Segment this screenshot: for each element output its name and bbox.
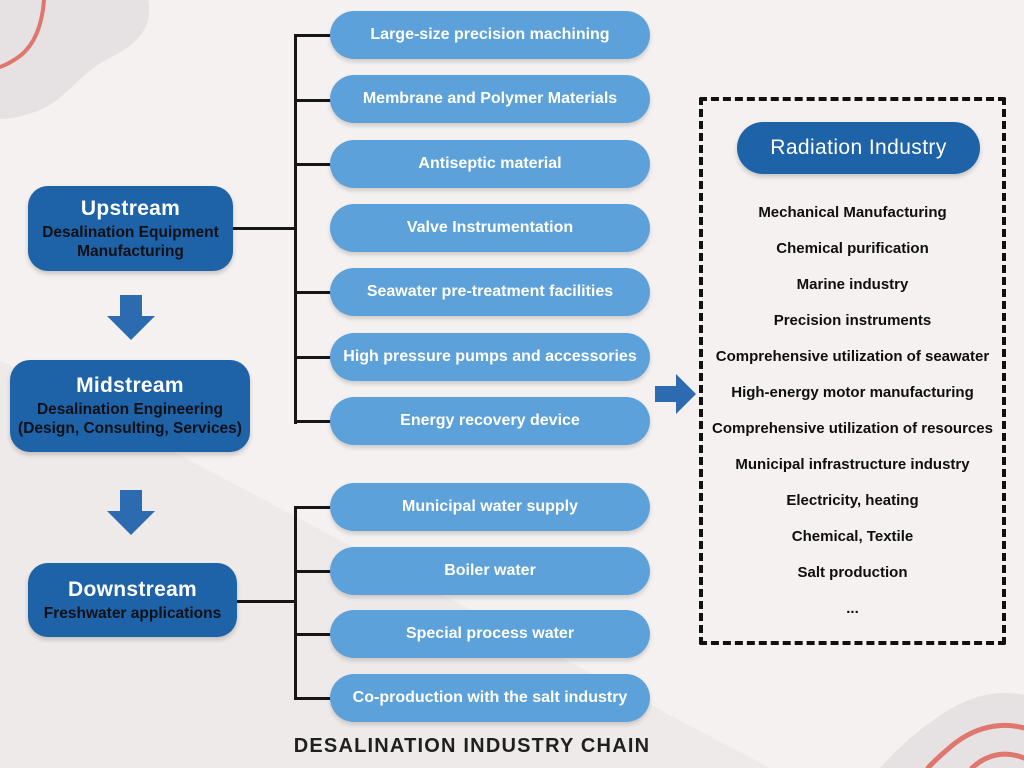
radiation-item: Comprehensive utilization of seawater xyxy=(715,347,990,365)
decorative-blob-topleft xyxy=(0,0,150,119)
connector-line xyxy=(294,420,334,423)
connector-line xyxy=(294,506,297,700)
downstream-stage-box: Downstream Freshwater applications xyxy=(28,563,237,637)
radiation-item: Electricity, heating xyxy=(786,491,919,509)
downstream-item: Municipal water supply xyxy=(330,483,650,531)
connector-line xyxy=(294,356,334,359)
down-arrow-icon xyxy=(107,490,155,535)
radiation-item: ... xyxy=(846,599,859,617)
radiation-item: Chemical purification xyxy=(776,239,929,257)
connector-line xyxy=(294,570,334,573)
midstream-stage-box: Midstream Desalination Engineering (Desi… xyxy=(10,360,250,452)
upstream-item: Antiseptic material xyxy=(330,140,650,188)
radiation-item: High-energy motor manufacturing xyxy=(731,383,974,401)
stage-title: Downstream xyxy=(67,577,198,601)
stage-title: Midstream xyxy=(76,374,184,397)
upstream-stage-box: Upstream Desalination Equipment Manufact… xyxy=(28,186,233,271)
connector-line xyxy=(294,34,334,37)
upstream-item: Large-size precision machining xyxy=(330,11,650,59)
radiation-panel: Radiation Industry Mechanical Manufactur… xyxy=(699,97,1006,645)
radiation-panel-title: Radiation Industry xyxy=(737,122,980,174)
stage-subtitle: Desalination Engineering (Design, Consul… xyxy=(18,401,242,437)
upstream-item: Valve Instrumentation xyxy=(330,204,650,252)
footer-title: DESALINATION INDUSTRY CHAIN xyxy=(293,735,651,757)
connector-line xyxy=(294,506,334,509)
connector-line xyxy=(294,99,334,102)
decorative-line-topleft xyxy=(0,0,46,69)
connector-line xyxy=(294,163,334,166)
radiation-list: Mechanical Manufacturing Chemical purifi… xyxy=(703,194,1002,626)
radiation-item: Mechanical Manufacturing xyxy=(758,203,947,221)
stage-subtitle: Desalination Equipment Manufacturing xyxy=(42,223,219,260)
radiation-item: Salt production xyxy=(797,563,908,581)
radiation-item: Comprehensive utilization of resources xyxy=(712,419,993,437)
down-arrow-icon xyxy=(107,295,155,340)
right-arrow-icon xyxy=(655,374,696,414)
radiation-item: Municipal infrastructure industry xyxy=(735,455,970,473)
connector-line xyxy=(294,291,334,294)
stage-title: Upstream xyxy=(80,196,181,220)
downstream-item: Boiler water xyxy=(330,547,650,595)
stage-subtitle: Freshwater applications xyxy=(43,604,222,622)
connector-line xyxy=(294,35,297,424)
downstream-item: Co-production with the salt industry xyxy=(330,674,650,722)
radiation-item: Marine industry xyxy=(796,275,909,293)
radiation-item: Precision instruments xyxy=(773,311,932,329)
upstream-item: Seawater pre-treatment facilities xyxy=(330,268,650,316)
upstream-item: Energy recovery device xyxy=(330,397,650,445)
connector-line xyxy=(230,227,297,230)
connector-line xyxy=(294,697,334,700)
upstream-item: High pressure pumps and accessories xyxy=(330,333,650,381)
radiation-item: Chemical, Textile xyxy=(791,527,914,545)
upstream-item: Membrane and Polymer Materials xyxy=(330,75,650,123)
downstream-item: Special process water xyxy=(330,610,650,658)
connector-line xyxy=(233,600,297,603)
connector-line xyxy=(294,633,334,636)
